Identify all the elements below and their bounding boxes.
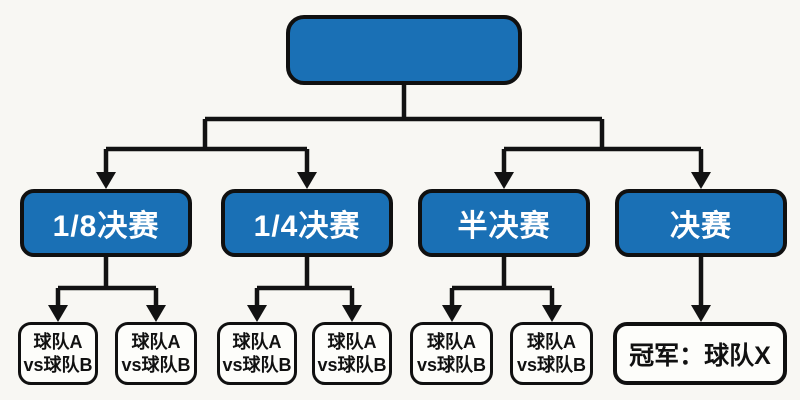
match-team-a: 球队A	[427, 332, 476, 352]
match-team-a: 球队A	[327, 332, 377, 352]
round-box-1-4-finals: 1/4决赛	[221, 189, 393, 257]
match-vs-team-b: vs球队B	[416, 354, 487, 375]
match-team-a: 球队A	[232, 332, 282, 352]
match-box-5: 球队A vs球队B	[410, 322, 493, 385]
champion-label: 冠军：球队X	[629, 341, 771, 370]
match-team-a: 球队A	[33, 332, 83, 352]
round-box-final: 决赛	[615, 189, 787, 257]
match-box-4: 球队A vs球队B	[312, 322, 392, 385]
round-box-semifinals: 半决赛	[418, 189, 590, 257]
match-team-a: 球队A	[527, 332, 576, 352]
match-box-1: 球队A vs球队B	[18, 322, 98, 385]
match-vs-team-b: vs球队B	[317, 354, 387, 375]
match-vs-team-b: vs球队B	[516, 354, 587, 375]
round-label: 半决赛	[457, 210, 551, 243]
round-label: 1/4决赛	[253, 210, 361, 243]
match-vs-team-b: vs球队B	[121, 354, 191, 375]
match-vs-team-b: vs球队B	[222, 354, 292, 375]
match-box-6: 球队A vs球队B	[510, 322, 593, 385]
match-team-a: 球队A	[131, 332, 181, 352]
round-label: 1/8决赛	[52, 210, 160, 243]
match-box-3: 球队A vs球队B	[217, 322, 297, 385]
champion-box: 冠军：球队X	[613, 322, 787, 385]
match-box-2: 球队A vs球队B	[115, 322, 197, 385]
round-label: 决赛	[670, 210, 732, 243]
arrowheads	[48, 172, 711, 322]
match-vs-team-b: vs球队B	[23, 354, 93, 375]
round-box-1-8-finals: 1/8决赛	[20, 189, 192, 257]
tournament-root-box	[286, 15, 522, 85]
